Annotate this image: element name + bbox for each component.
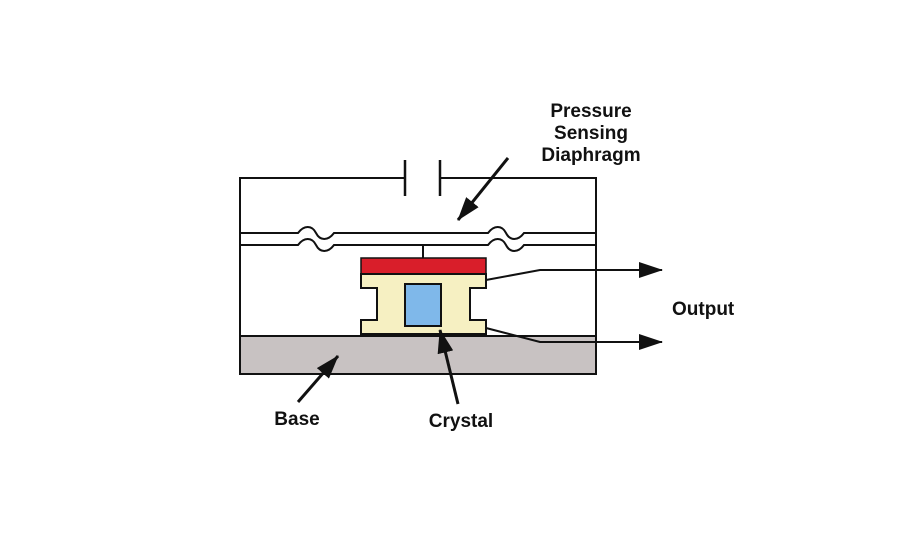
output-lead-lower xyxy=(485,327,663,350)
pressure-label-line3: Diaphragm xyxy=(541,145,640,166)
output-leads xyxy=(485,262,663,350)
crystal-pointer-arrow xyxy=(437,329,460,405)
pressure-label-line1: Pressure xyxy=(550,101,631,122)
diaphragm-membrane xyxy=(240,226,596,258)
crystal-label: Crystal xyxy=(429,411,493,432)
membrane-lower-line xyxy=(240,238,596,252)
base-pointer-arrow xyxy=(296,355,340,403)
base-label: Base xyxy=(274,409,319,430)
output-lead-upper xyxy=(485,262,663,281)
diaphragm-plate xyxy=(360,257,487,275)
pressure-pointer-arrow xyxy=(456,157,510,221)
pointer-arrows xyxy=(296,157,510,405)
capacitor-symbol xyxy=(403,160,442,196)
output-label: Output xyxy=(672,299,735,320)
pressure-label-line2: Sensing xyxy=(554,123,628,144)
membrane-upper-line xyxy=(240,226,596,240)
base-plate xyxy=(239,335,597,375)
housing-top-left-wall xyxy=(239,177,405,336)
crystal-element xyxy=(404,283,442,327)
